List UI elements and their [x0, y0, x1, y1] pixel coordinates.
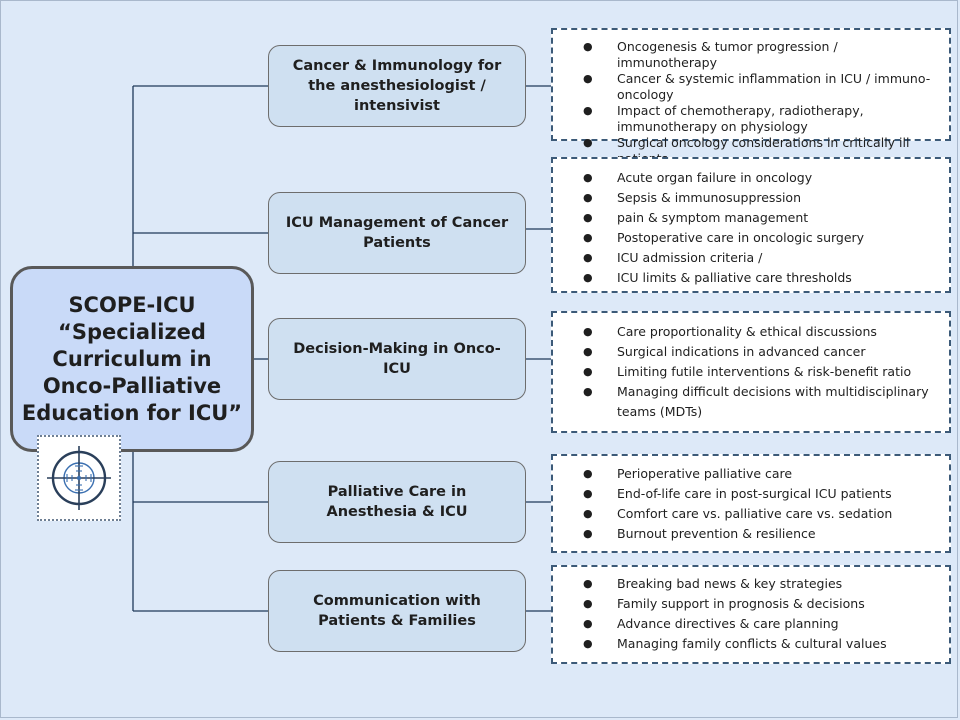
list-item: ●Postoperative care in oncologic surgery: [583, 230, 865, 245]
list-item: ●Surgical indications in advanced cancer: [583, 344, 866, 359]
list-item: ●Family support in prognosis & decisions: [583, 596, 865, 611]
list-item: ●Perioperative palliative care: [583, 466, 793, 481]
root-node: SCOPE-ICU “Specialized Curriculum in Onc…: [10, 266, 254, 452]
root-title-line: SCOPE-ICU: [68, 292, 196, 317]
details-cancer-immunology: ●Oncogenesis & tumor progression / immun…: [551, 28, 951, 166]
details-communication: ●Breaking bad news & key strategies ●Fam…: [551, 565, 951, 664]
list-item: ●Sepsis & immunosuppression: [583, 190, 801, 205]
root-title-line: “Specialized: [58, 319, 206, 344]
list-item: ●Cancer & systemic inflammation in ICU /…: [583, 71, 931, 102]
crosshair-target-icon: [47, 446, 111, 510]
list-item: ●Comfort care vs. palliative care vs. se…: [583, 506, 893, 521]
details-icu-management: ●Acute organ failure in oncology ●Sepsis…: [551, 157, 951, 293]
topic-label: Communication with Patients & Families: [313, 593, 481, 629]
topic-communication: Communication with Patients & Families: [268, 570, 526, 652]
topic-cancer-immunology: Cancer & Immunology for the anesthesiolo…: [268, 45, 526, 127]
list-item: ●Managing difficult decisions with multi…: [583, 384, 929, 419]
list-item: ●Impact of chemotherapy, radiotherapy, i…: [583, 103, 864, 134]
list-item: ●ICU limits & palliative care thresholds: [583, 270, 852, 285]
list-item: ●Limiting futile interventions & risk-be…: [583, 364, 912, 379]
root-title-line: Education for ICU”: [21, 400, 243, 425]
logo: [37, 435, 121, 521]
list-item: ●Care proportionality & ethical discussi…: [583, 324, 877, 339]
topic-decision-making: Decision-Making in Onco-ICU: [268, 318, 526, 400]
list-item: ●ICU admission criteria /: [583, 250, 763, 265]
details-decision-making: ●Care proportionality & ethical discussi…: [551, 311, 951, 433]
root-title-line: Curriculum in: [52, 346, 212, 371]
list-item: ●Advance directives & care planning: [583, 616, 839, 631]
topic-label: ICU Management of Cancer Patients: [285, 215, 509, 251]
topic-palliative-care: Palliative Care in Anesthesia & ICU: [268, 461, 526, 543]
list-item: ●Acute organ failure in oncology: [583, 170, 813, 185]
root-title-line: Onco-Palliative: [42, 373, 222, 398]
topic-label: Palliative Care in Anesthesia & ICU: [326, 484, 468, 520]
list-item: ●pain & symptom management: [583, 210, 809, 225]
list-item: ●Managing family conflicts & cultural va…: [583, 636, 887, 651]
details-palliative-care: ●Perioperative palliative care ●End-of-l…: [551, 454, 951, 553]
list-item: ●Burnout prevention & resilience: [583, 526, 816, 541]
list-item: ●Breaking bad news & key strategies: [583, 576, 843, 591]
topic-icu-management: ICU Management of Cancer Patients: [268, 192, 526, 274]
list-item: ●Oncogenesis & tumor progression / immun…: [583, 39, 838, 70]
list-item: ●End-of-life care in post-surgical ICU p…: [583, 486, 892, 501]
topic-label: Cancer & Immunology for the anesthesiolo…: [292, 58, 502, 114]
topic-label: Decision-Making in Onco-ICU: [293, 341, 501, 377]
